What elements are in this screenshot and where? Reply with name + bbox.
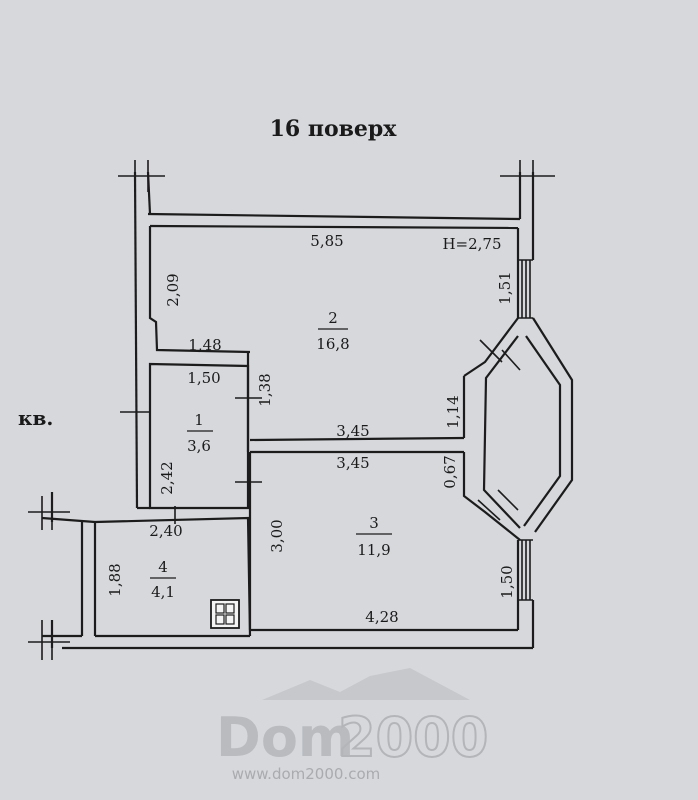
dim-left-upper: 2,09 bbox=[164, 273, 182, 306]
svg-text:4: 4 bbox=[158, 558, 168, 576]
apartment-label: кв. bbox=[18, 406, 53, 430]
dim-partition-top: 3,45 bbox=[336, 422, 369, 440]
wall-end-marks bbox=[28, 160, 555, 660]
room-2-label: 2 16,8 bbox=[316, 309, 349, 353]
dim-bath-height: 1,88 bbox=[106, 563, 124, 596]
svg-text:3,6: 3,6 bbox=[187, 437, 211, 455]
dim-bottom-width: 4,28 bbox=[365, 608, 398, 626]
dim-window-upper: 1,51 bbox=[496, 271, 514, 304]
svg-text:16,8: 16,8 bbox=[316, 335, 349, 353]
svg-text:11,9: 11,9 bbox=[357, 541, 390, 559]
floor-title: 16 поверх bbox=[270, 116, 398, 142]
dim-top-width: 5,85 bbox=[310, 232, 343, 250]
dim-hall-door: 1,38 bbox=[256, 373, 274, 406]
room-1-label: 1 3,6 bbox=[187, 411, 213, 455]
dim-bath-width: 2,40 bbox=[149, 522, 182, 540]
ventilation-shaft-icon bbox=[210, 599, 240, 629]
svg-text:2: 2 bbox=[328, 309, 338, 327]
dim-hall-width: 1,50 bbox=[187, 369, 220, 387]
dim-hall-height: 2,42 bbox=[158, 461, 176, 494]
room-3-label: 3 11,9 bbox=[356, 514, 392, 559]
ceiling-height: H=2,75 bbox=[442, 235, 501, 253]
svg-text:4,1: 4,1 bbox=[151, 583, 175, 601]
svg-text:2000: 2000 bbox=[338, 706, 488, 769]
watermark-url: www.dom2000.com bbox=[232, 765, 380, 783]
watermark-logo: Dom 2000 www.dom2000.com bbox=[216, 668, 489, 783]
dim-room3-left: 3,00 bbox=[268, 519, 286, 552]
dim-notch: 1,48 bbox=[188, 336, 221, 354]
svg-text:Dom: Dom bbox=[216, 706, 354, 769]
dim-partition-bottom: 3,45 bbox=[336, 454, 369, 472]
dim-bay-lower: 0,67 bbox=[441, 455, 459, 488]
svg-text:1: 1 bbox=[194, 411, 204, 429]
svg-text:3: 3 bbox=[369, 514, 379, 532]
dim-window-lower: 1,50 bbox=[498, 565, 516, 598]
room-4-label: 4 4,1 bbox=[150, 558, 176, 601]
dim-bay-upper: 1,14 bbox=[444, 395, 462, 428]
